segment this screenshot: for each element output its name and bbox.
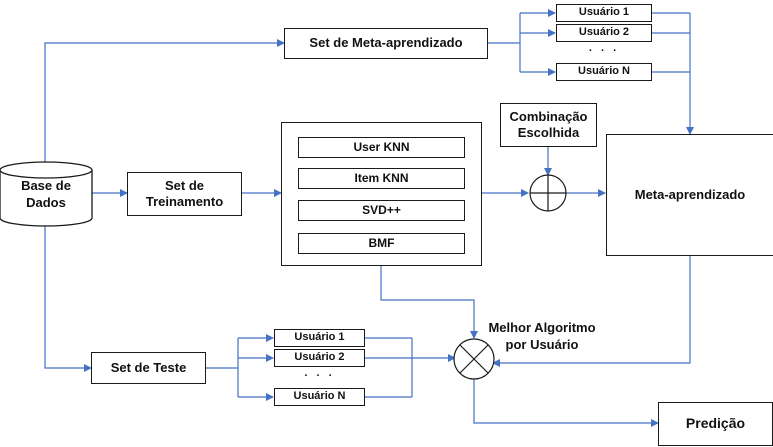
- user-bottom-ellipsis: . . .: [304, 367, 335, 379]
- meta-aprendizado-box: Meta-aprendizado: [606, 134, 773, 256]
- summing-junction-icon: [529, 174, 567, 212]
- user-top-n-box: Usuário N: [556, 63, 652, 81]
- edge-base-to-meta: [44, 39, 285, 162]
- algo-bmf-box: BMF: [298, 233, 465, 254]
- user-top-ellipsis: . . .: [588, 42, 620, 54]
- user-bottom-n-box: Usuário N: [274, 388, 365, 406]
- set-teste-box: Set de Teste: [91, 352, 206, 384]
- set-meta-aprendizado-box: Set de Meta-aprendizado: [284, 28, 488, 59]
- algo-item-knn-box: Item KNN: [298, 168, 465, 189]
- set-treinamento-box: Set de Treinamento: [127, 172, 242, 216]
- user-top-1-box: Usuário 1: [556, 4, 652, 22]
- algo-user-knn-box: User KNN: [298, 137, 465, 158]
- edge-x-to-predicao: [473, 378, 659, 427]
- base-dados-label: Base de Dados: [21, 178, 71, 210]
- edge-algos-to-x: [380, 266, 478, 339]
- multiplier-junction-icon: [453, 338, 495, 380]
- user-top-2-box: Usuário 2: [556, 24, 652, 42]
- database-cylinder-icon: [0, 161, 93, 227]
- combinacao-escolhida-box: Combinação Escolhida: [500, 103, 597, 147]
- algo-svdpp-box: SVD++: [298, 200, 465, 221]
- predicao-box: Predição: [658, 402, 773, 446]
- user-bottom-1-box: Usuário 1: [274, 329, 365, 347]
- user-bottom-2-box: Usuário 2: [274, 349, 365, 367]
- edge-meta-to-x: [492, 256, 691, 367]
- edge-base-to-teste: [44, 224, 92, 372]
- melhor-algoritmo-label: Melhor Algoritmo por Usuário: [488, 320, 596, 352]
